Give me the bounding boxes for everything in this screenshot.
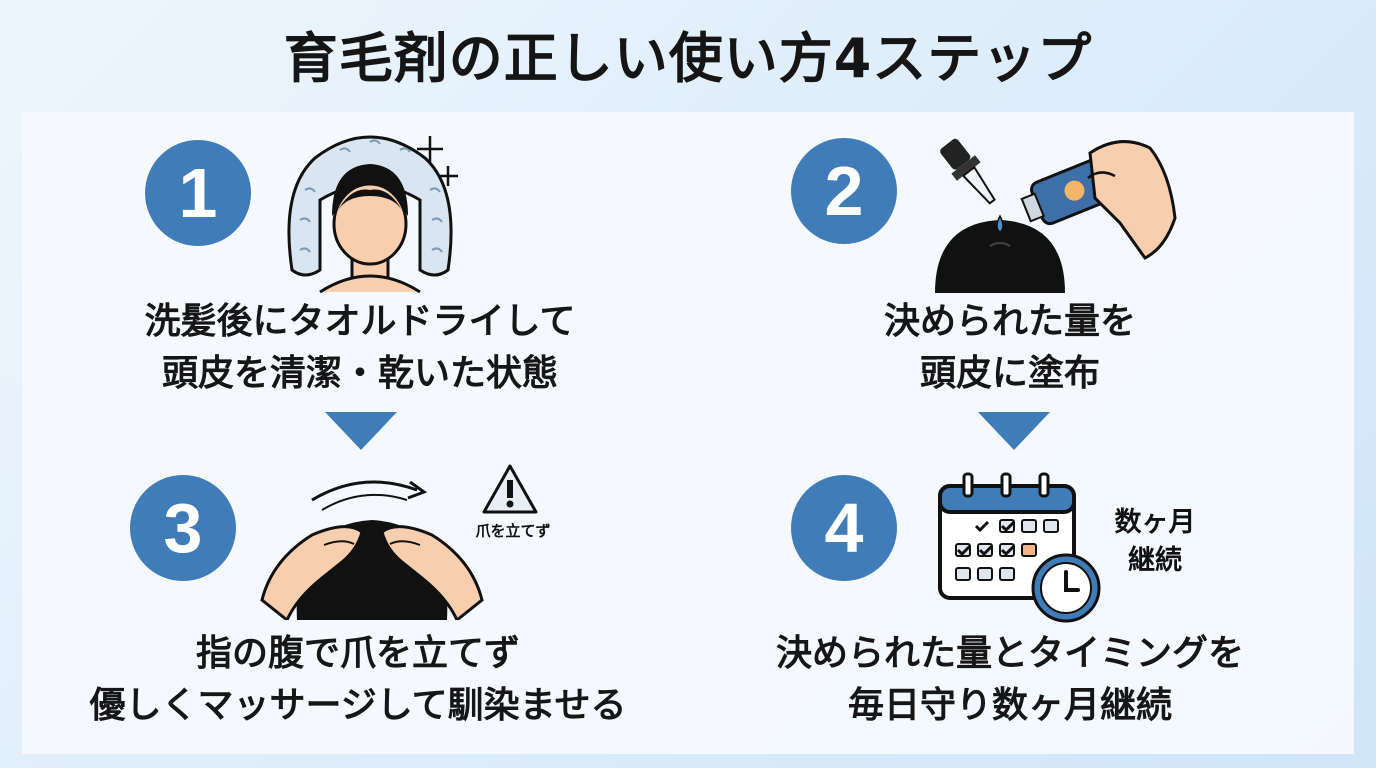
step-4-caption-line-2: 毎日守り数ヶ月継続 <box>847 685 1172 726</box>
step-3-caption-line-1: 指の腹で爪を立てず <box>195 633 520 674</box>
step-1-number-badge: 1 <box>145 140 251 246</box>
step-1-caption: 洗髪後にタオルドライして 頭皮を清潔・乾いた状態 <box>80 296 640 400</box>
step-1-caption-line-1: 洗髪後にタオルドライして <box>144 301 576 342</box>
step-4-caption-line-1: 決められた量とタイミングを <box>775 633 1244 674</box>
arrow-down-step-2-to-4 <box>978 412 1050 450</box>
step-4-caption: 決められた量とタイミングを 毎日守り数ヶ月継続 <box>740 628 1280 732</box>
massage-hands-icon <box>260 480 484 620</box>
step-2-caption: 決められた量を 頭皮に塗布 <box>760 296 1260 400</box>
towel-hair-icon <box>287 135 453 294</box>
step-1-caption-line-2: 頭皮を清潔・乾いた状態 <box>161 353 558 394</box>
step-2-number-badge: 2 <box>791 138 897 244</box>
step-3-caption: 指の腹で爪を立てず 優しくマッサージして馴染ませる <box>48 628 668 732</box>
step-4-side-label-line-2: 継続 <box>1128 545 1182 576</box>
dropper-bottle-icon <box>935 138 1177 293</box>
sparkle-icon <box>417 136 458 186</box>
warning-icon <box>482 464 538 514</box>
step-4-side-label: 数ヶ月 継続 <box>1100 504 1210 580</box>
warning-label: 爪を立てず <box>475 522 551 540</box>
step-3-caption-line-2: 優しくマッサージして馴染ませる <box>89 685 627 726</box>
step-4-number-badge: 4 <box>791 475 897 581</box>
arrow-down-step-1-to-3 <box>325 412 397 450</box>
step-4-side-label-line-1: 数ヶ月 <box>1114 507 1196 538</box>
step-3-number-badge: 3 <box>130 475 236 581</box>
clock-icon <box>1031 553 1101 623</box>
page-title: 育毛剤の正しい使い方4ステップ <box>283 27 1093 90</box>
step-2-caption-line-2: 頭皮に塗布 <box>919 353 1100 394</box>
step-2-caption-line-1: 決められた量を <box>883 301 1136 342</box>
